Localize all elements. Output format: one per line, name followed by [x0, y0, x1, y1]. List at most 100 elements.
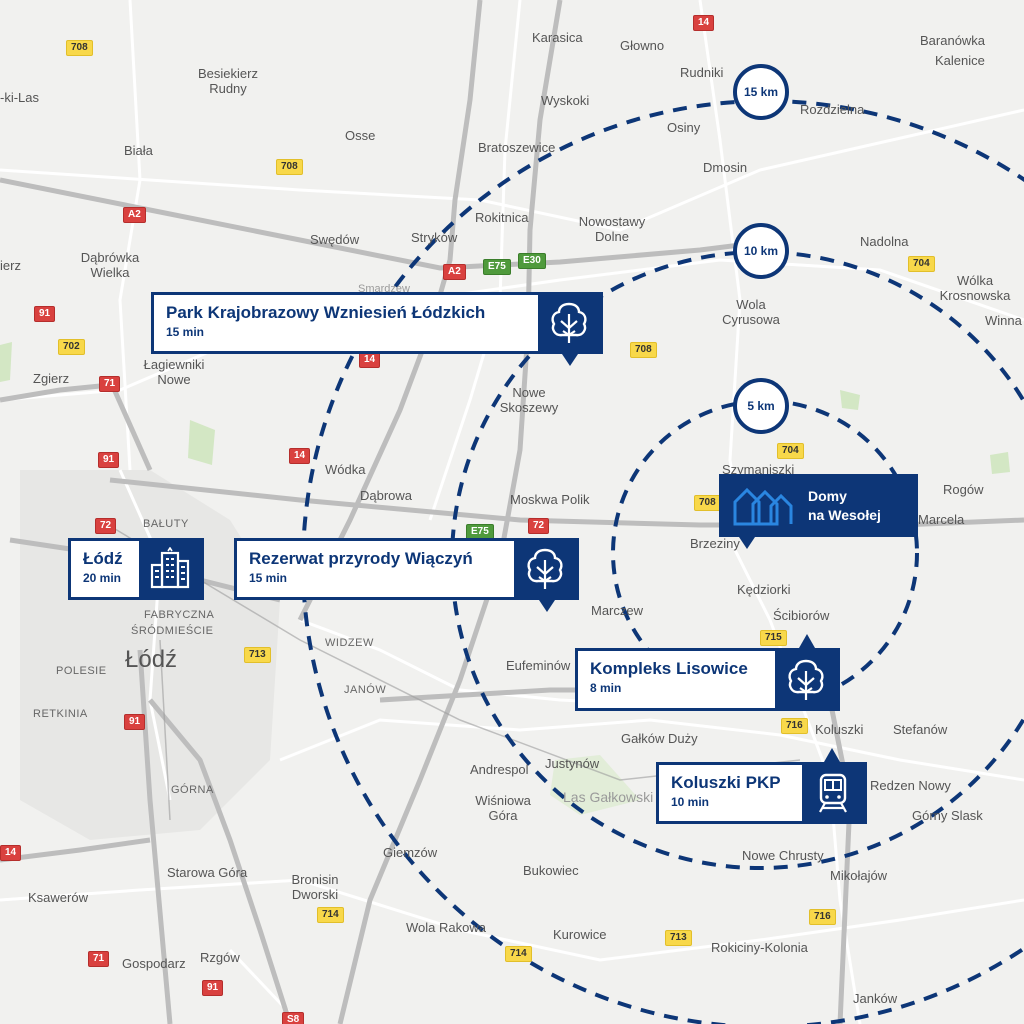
poi-title: Rezerwat przyrody Wiączyń	[249, 549, 473, 568]
green-area	[188, 420, 215, 465]
place-label: Nowe Skoszewy	[499, 385, 559, 415]
road-shield: 704	[777, 443, 804, 459]
road-shield: 708	[630, 342, 657, 358]
place-label: Wódka	[325, 462, 366, 477]
road-shield: 713	[665, 930, 692, 946]
place-label: Giemzów	[383, 845, 438, 860]
poi-rezerwat-wiaczyn[interactable]: Rezerwat przyrody Wiączyń 15 min	[234, 538, 579, 612]
place-label: Rokiciny-Kolonia	[711, 940, 808, 955]
poi-park-krajobrazowy[interactable]: Park Krajobrazowy Wzniesień Łódzkich 15 …	[151, 292, 603, 366]
road-shield: 71	[99, 376, 121, 392]
place-label: Szymaniszki	[722, 462, 795, 477]
home-label-line2: na Wesołej	[808, 507, 881, 523]
road-shield: 714	[505, 946, 532, 962]
district-label: POLESIE	[56, 665, 107, 677]
poi-title: Park Krajobrazowy Wzniesień Łódzkich	[166, 303, 486, 322]
tree-icon	[527, 548, 563, 589]
place-label: Głowno	[620, 38, 665, 53]
poi-time: 10 min	[671, 795, 710, 809]
poi-icon-box	[775, 651, 837, 708]
marker-pointer	[562, 354, 578, 366]
place-label: Osiny	[667, 120, 701, 135]
place-label: Brzeziny	[690, 536, 740, 551]
poi-kompleks-lisowice[interactable]: Kompleks Lisowice 8 min	[575, 648, 840, 711]
place-label: Las Gałkowski	[563, 789, 654, 805]
place-label: Bronisin Dworski	[291, 872, 339, 902]
road-shield: 716	[781, 718, 808, 734]
poi-title: Koluszki PKP	[671, 773, 781, 792]
road-shield: 716	[809, 909, 836, 925]
road-shield: 72	[528, 518, 550, 534]
houses-logo-icon	[733, 487, 793, 526]
place-label: Kalenice	[935, 53, 985, 68]
place-label: Rzgów	[200, 950, 240, 965]
marker-pointer-up	[824, 748, 840, 762]
district-label: GÓRNA	[171, 784, 214, 796]
road-shield: A2	[123, 207, 146, 223]
road-shield: 714	[317, 907, 344, 923]
place-label: Biała	[124, 143, 153, 158]
place-label: Łagiewniki Nowe	[143, 357, 205, 387]
road-shield: 71	[88, 951, 110, 967]
road-shield: 715	[760, 630, 787, 646]
road-shield: E30	[518, 253, 546, 269]
place-label: Górny Slask	[912, 808, 983, 823]
poi-time: 8 min	[590, 681, 622, 695]
place-label: Wola Cyrusowa	[722, 297, 780, 327]
marker-pointer-up	[799, 634, 815, 648]
green-area	[840, 390, 860, 410]
place-label: Osse	[345, 128, 376, 143]
place-label: Rogów	[943, 482, 984, 497]
road-shield: 91	[34, 306, 56, 322]
road-shield: 14	[359, 352, 381, 368]
place-label: Moskwa Polik	[510, 492, 590, 507]
road-shield: S8	[282, 1012, 305, 1024]
place-label: Besiekierz Rudny	[198, 66, 258, 96]
tree-icon	[788, 659, 824, 700]
place-label: Swędów	[310, 232, 360, 247]
poi-lodz[interactable]: Łódź 20 min	[68, 538, 204, 600]
radius-badge-15km: 15 km	[733, 64, 789, 120]
city-buildings-icon	[150, 547, 190, 589]
place-label: Bratoszewice	[478, 140, 556, 155]
place-label: Janków	[853, 991, 898, 1006]
place-label: Redzen Nowy	[870, 778, 951, 793]
poi-title: Kompleks Lisowice	[590, 659, 748, 678]
place-label: Wiśniowa Góra	[475, 793, 531, 823]
radius-badge-label: 15 km	[743, 85, 779, 99]
place-label: Wólka Krosnowska	[939, 273, 1011, 303]
place-label: Winna	[985, 313, 1022, 328]
road-shield: 14	[0, 845, 22, 861]
place-label: Andrespol	[470, 762, 529, 777]
radius-badge-5km: 5 km	[733, 378, 789, 434]
place-label: Koluszki	[815, 722, 864, 737]
poi-koluszki-pkp[interactable]: Koluszki PKP 10 min	[656, 762, 867, 824]
place-label: Karasica	[532, 30, 583, 45]
road-shield: 91	[202, 980, 224, 996]
place-label: Stefanów	[893, 722, 948, 737]
place-label: Marcela	[918, 512, 965, 527]
poi-icon-box	[802, 765, 864, 821]
road-shield: 702	[58, 339, 85, 355]
road-shield: 708	[694, 495, 721, 511]
place-label: Kędziorki	[737, 582, 791, 597]
poi-icon-box	[538, 295, 600, 351]
road-shield: 91	[98, 452, 120, 468]
radius-circle-5km	[611, 399, 919, 707]
tree-icon	[551, 302, 587, 343]
place-label: Bukowiec	[523, 863, 579, 878]
poi-time: 15 min	[166, 325, 205, 339]
green-area	[550, 755, 640, 815]
district-label: RETKINIA	[33, 708, 88, 720]
place-label: Rokitnica	[475, 210, 529, 225]
place-label: Kurowice	[553, 927, 607, 942]
place-label: Rudniki	[680, 65, 724, 80]
road-shield: A2	[443, 264, 466, 280]
home-marker[interactable]: Domy na Wesołej	[719, 474, 918, 549]
radius-badge-label: 10 km	[743, 244, 779, 258]
home-label-line1: Domy	[808, 488, 847, 504]
place-label: Justynów	[545, 756, 600, 771]
place-label: Ksawerów	[28, 890, 88, 905]
poi-title: Łódź	[83, 549, 123, 568]
